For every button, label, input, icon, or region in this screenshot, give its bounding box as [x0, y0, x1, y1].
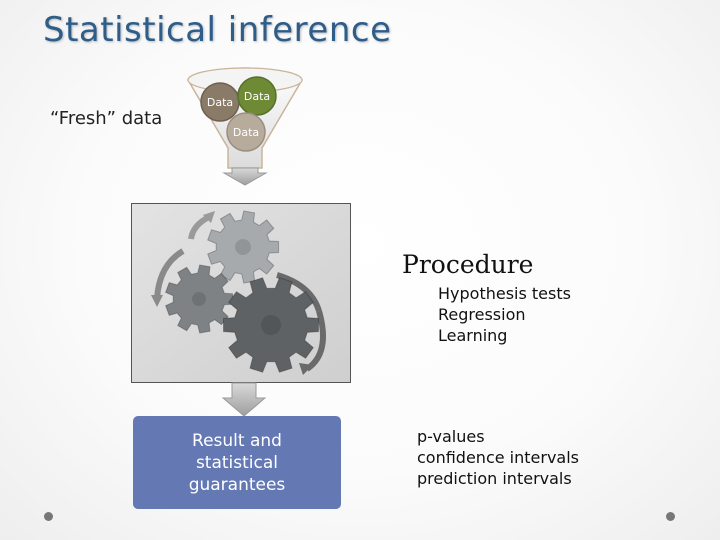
down-arrow-icon [222, 167, 268, 186]
svg-text:Data: Data [233, 126, 259, 139]
output-p-values: p-values [417, 427, 485, 446]
data-funnel: Data Data Data [186, 67, 304, 186]
gear-large-icon [223, 277, 319, 373]
procedure-gears-box [131, 203, 351, 383]
output-confidence-intervals: confidence intervals [417, 448, 580, 467]
fresh-data-label: “Fresh” data [50, 108, 163, 129]
result-line-1: Result and [192, 430, 282, 451]
output-prediction-intervals: prediction intervals [417, 469, 572, 488]
result-line-2: statistical [195, 452, 279, 473]
procedure-item-hypothesis-tests: Hypothesis tests [438, 284, 571, 303]
data-bubble-right: Data [237, 76, 277, 116]
down-arrow-result-icon [222, 382, 266, 417]
corner-dot-right [666, 512, 675, 521]
rotation-arrow-left-icon [154, 248, 185, 300]
procedure-item-regression: Regression [438, 305, 526, 324]
procedure-heading: Procedure [402, 250, 534, 279]
data-bubble-left: Data [200, 82, 240, 122]
svg-text:Data: Data [244, 90, 270, 103]
data-bubble-bottom: Data [226, 112, 266, 152]
gear-left-icon [164, 264, 234, 334]
corner-dot-left [44, 512, 53, 521]
result-line-3: guarantees [188, 474, 286, 495]
svg-text:Data: Data [207, 96, 233, 109]
procedure-item-learning: Learning [438, 326, 508, 345]
slide-title: Statistical inference [43, 10, 392, 50]
result-box: Result and statistical guarantees [133, 416, 341, 509]
gear-top-icon [207, 210, 280, 284]
